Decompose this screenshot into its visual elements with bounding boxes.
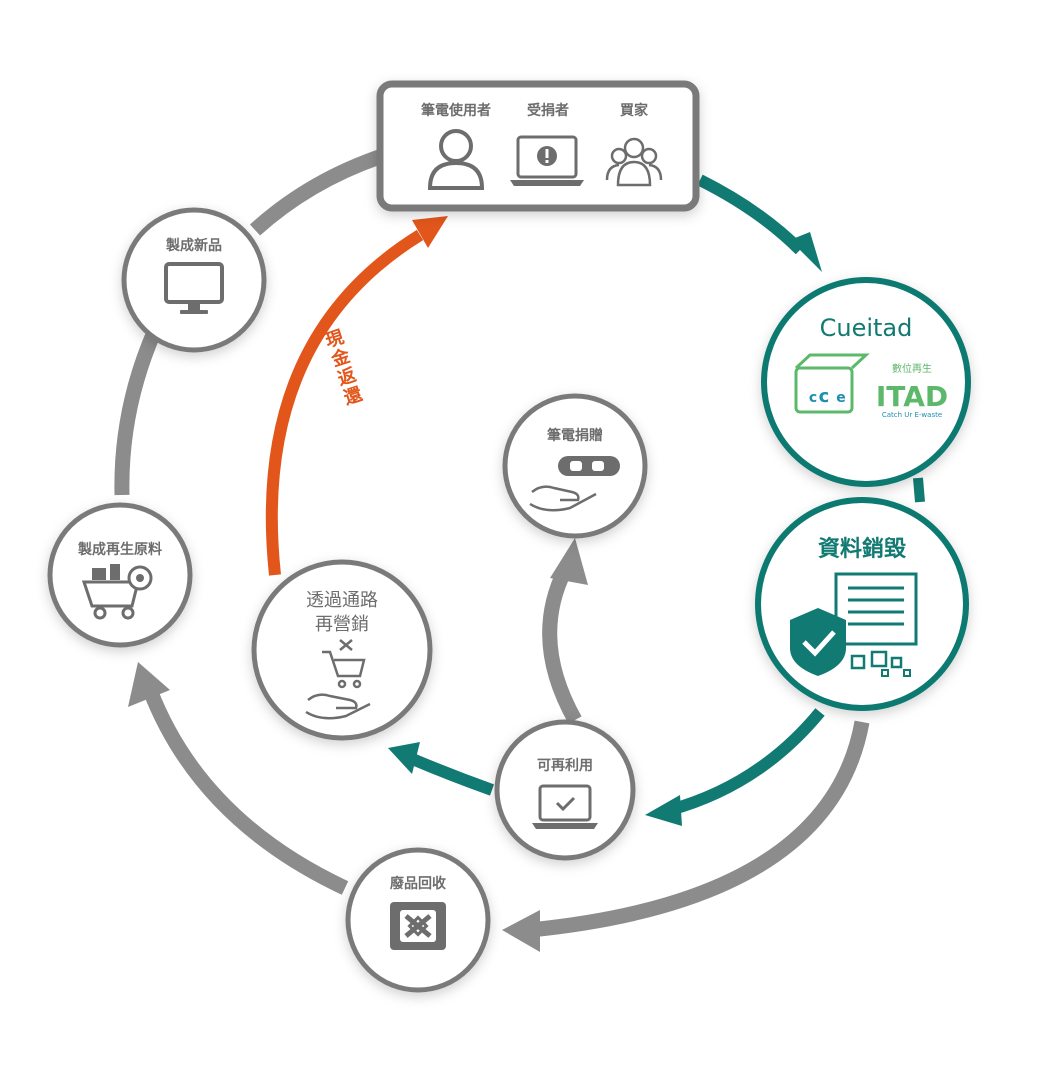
user-icon — [427, 129, 485, 190]
laptop-alert-icon — [510, 135, 584, 186]
hand-cart-icon — [305, 639, 371, 720]
arrowhead-cash-back — [412, 216, 448, 248]
node-donation: 筆電捐贈 — [502, 393, 648, 539]
cueitad-logo-text: ITAD — [876, 380, 948, 413]
role-buyer: 買家 — [620, 102, 649, 119]
arc-top-box-to-cueitad — [697, 174, 805, 255]
resale-label-line2: 再營銷 — [315, 614, 369, 635]
recycled-material-label: 製成再生原料 — [77, 541, 162, 558]
arrowhead-to-recycle — [502, 910, 540, 952]
node-reusable: 可再利用 — [494, 719, 636, 861]
arc-data-destroy-to-recycle — [529, 720, 870, 938]
monitor-icon — [164, 262, 224, 314]
cueitad-logo-tagline: Catch Ur E-waste — [882, 411, 942, 419]
hand-device-icon — [529, 456, 620, 512]
arrowhead-recycle-to-material — [128, 662, 170, 707]
node-resale: 透過通路 再營銷 — [251, 559, 433, 741]
top-box: 筆電使用者 受捐者 買家 — [376, 80, 700, 212]
cart-gear-icon — [81, 564, 153, 620]
new-product-label: 製成新品 — [165, 237, 222, 254]
cash-back-label: 現金返還 — [320, 326, 366, 409]
resale-label-line1: 透過通路 — [306, 590, 378, 611]
arc-reusable-to-donation — [542, 566, 582, 724]
arrowhead-to-cueitad — [790, 232, 822, 272]
cueitad-logo-icon: c e c 數位再生 ITAD Catch Ur E-waste — [794, 353, 948, 419]
link-cueitad-to-data-destroy — [913, 477, 925, 503]
node-recycled-material: 製成再生原料 — [47, 502, 193, 648]
reusable-label: 可再利用 — [537, 757, 593, 774]
arc-data-destroy-to-reusable — [668, 708, 825, 816]
arc-reusable-to-resale — [407, 752, 495, 796]
recycle-icon — [390, 902, 446, 950]
cueitad-logo-small: 數位再生 — [892, 362, 932, 375]
data-destroy-label: 資料銷毀 — [818, 536, 907, 562]
recycle-label: 廢品回收 — [390, 875, 447, 892]
document-shield-icon — [790, 572, 918, 677]
arrowhead-to-donation — [550, 538, 588, 585]
arc-top-box-to-new-product — [249, 147, 388, 236]
svg-text:e: e — [836, 390, 846, 406]
donation-label: 筆電捐贈 — [547, 427, 603, 444]
group-icon — [605, 137, 663, 187]
arc-recycle-to-material — [143, 687, 349, 895]
arc-cash-back — [265, 229, 424, 576]
node-data-destroy: 資料銷毀 — [755, 497, 969, 711]
role-laptop-user: 筆電使用者 — [421, 102, 491, 119]
svg-text:c: c — [809, 390, 817, 406]
svg-text:c: c — [819, 386, 830, 407]
arrowhead-to-resale — [388, 742, 420, 774]
arrowhead-to-reusable — [645, 795, 682, 826]
node-new-product: 製成新品 — [121, 207, 267, 353]
cueitad-label: Cueitad — [820, 314, 913, 342]
node-cueitad: Cueitad c e c 數位再生 ITAD Catch Ur E-waste — [761, 277, 971, 487]
laptop-check-icon — [532, 784, 598, 829]
node-recycle: 廢品回收 — [345, 847, 491, 993]
arc-new-product-to-material — [114, 326, 162, 496]
role-recipient: 受捐者 — [527, 102, 569, 119]
